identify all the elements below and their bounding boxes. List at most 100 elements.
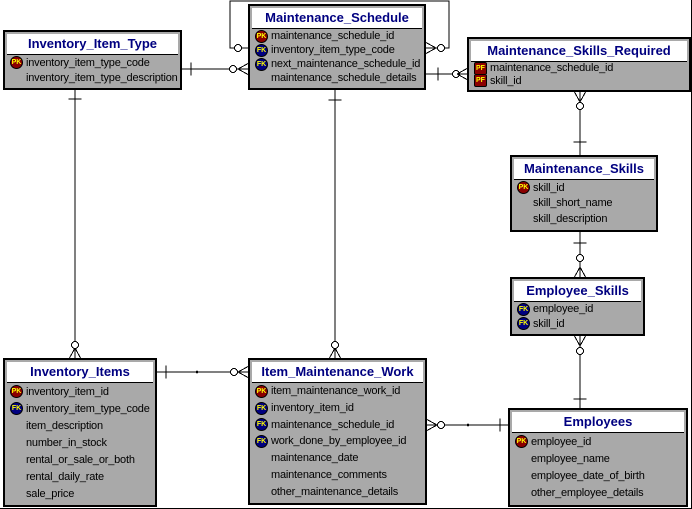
field-row[interactable]: skill_description [514,211,654,227]
field-row[interactable]: rental_or_sale_or_both [7,451,153,468]
field-name: maintenance_schedule_id [271,30,395,42]
field-name: employee_name [531,452,610,465]
field-name: maintenance_schedule_details [271,72,417,84]
relationship-maintenance_schedule-self-next_maintenance_schedule[interactable] [229,0,450,54]
field-name: employee_id [533,303,594,316]
field-row[interactable]: other_employee_details [512,485,684,502]
field-name: inventory_item_type_code [26,56,150,69]
field-name: rental_daily_rate [26,470,104,483]
relationship-inventory_items-item_maintenance_work[interactable] [157,365,249,379]
entity-title[interactable]: Maintenance_Skills_Required [471,41,687,62]
field-name: skill_id [533,181,565,194]
fk-badge-icon: FK [517,302,530,316]
pk-badge-icon: PK [10,56,23,69]
field-row[interactable]: employee_name [512,450,684,467]
fk-badge-icon: FK [255,43,268,57]
field-name: maintenance_schedule_id [271,418,395,431]
pk-badge-icon: PK [10,385,23,398]
field-name: other_maintenance_details [271,485,399,498]
field-name: next_maintenance_schedule_id [271,58,421,70]
pk-badge-icon: PK [255,384,268,398]
field-name: inventory_item_type_code [26,402,150,415]
entity-title[interactable]: Employees [512,412,684,433]
fk-badge-icon: FK [255,418,268,432]
relationship-inventory_item_type-inventory_items[interactable] [68,90,82,359]
fk-badge-icon: FK [10,402,23,415]
field-row[interactable]: skill_short_name [514,196,654,212]
field-name: skill_id [490,74,522,87]
field-name: skill_short_name [533,197,613,210]
field-row[interactable]: sale_price [7,485,153,502]
entity-title[interactable]: Maintenance_Schedule [252,8,422,29]
field-name: skill_id [533,317,565,330]
field-name: inventory_item_type_description [26,71,178,84]
field-row[interactable]: maintenance_schedule_details [252,71,422,85]
field-name: number_in_stock [26,436,107,449]
fk-badge-icon: FK [255,401,268,415]
field-name: inventory_item_id [271,402,354,415]
field-row[interactable]: maintenance_date [252,450,423,467]
field-name: maintenance_comments [271,468,387,481]
entity-title[interactable]: Inventory_Items [7,362,153,383]
entity-title[interactable]: Employee_Skills [514,281,641,302]
relationship-inventory_item_type-maintenance_schedule[interactable] [182,62,249,76]
entity-title[interactable]: Maintenance_Skills [514,159,654,180]
field-name: employee_date_of_birth [531,470,645,483]
relationship-employees-item_maintenance_work[interactable] [426,418,508,432]
relationship-maintenance_skills-maintenance_skills_required[interactable] [573,91,587,155]
pk-badge-icon: PK [517,181,530,195]
field-row[interactable]: number_in_stock [7,434,153,451]
field-row[interactable]: other_maintenance_details [252,483,423,500]
entity-title[interactable]: Item_Maintenance_Work [252,362,423,383]
field-name: item_description [26,419,103,432]
field-row[interactable]: inventory_item_type_description [7,70,178,85]
field-name: sale_price [26,487,75,500]
pf-badge-icon: PF [474,62,487,75]
field-name: item_maintenance_work_id [271,385,401,398]
field-name: maintenance_schedule_id [490,62,614,75]
field-name: inventory_item_id [26,385,109,398]
field-row[interactable]: employee_date_of_birth [512,468,684,485]
fk-badge-icon: FK [255,57,268,71]
relationship-maintenance_schedule-item_maintenance_work[interactable] [328,90,342,359]
field-name: inventory_item_type_code [271,44,395,56]
field-name: rental_or_sale_or_both [26,453,135,466]
relationship-employees-employee_skills[interactable] [573,335,587,408]
fk-badge-icon: FK [517,317,530,331]
field-row[interactable]: maintenance_comments [252,467,423,484]
fk-badge-icon: FK [255,434,268,448]
field-row[interactable]: item_description [7,417,153,434]
relationship-maintenance_skills-employee_skills[interactable] [573,232,587,278]
field-row[interactable]: rental_daily_rate [7,468,153,485]
entity-title[interactable]: Inventory_Item_Type [7,34,178,55]
pf-badge-icon: PF [474,74,487,87]
relationship-maintenance_schedule-maintenance_skills_required[interactable] [426,67,468,81]
field-name: skill_description [533,213,608,226]
field-name: maintenance_date [271,452,359,465]
